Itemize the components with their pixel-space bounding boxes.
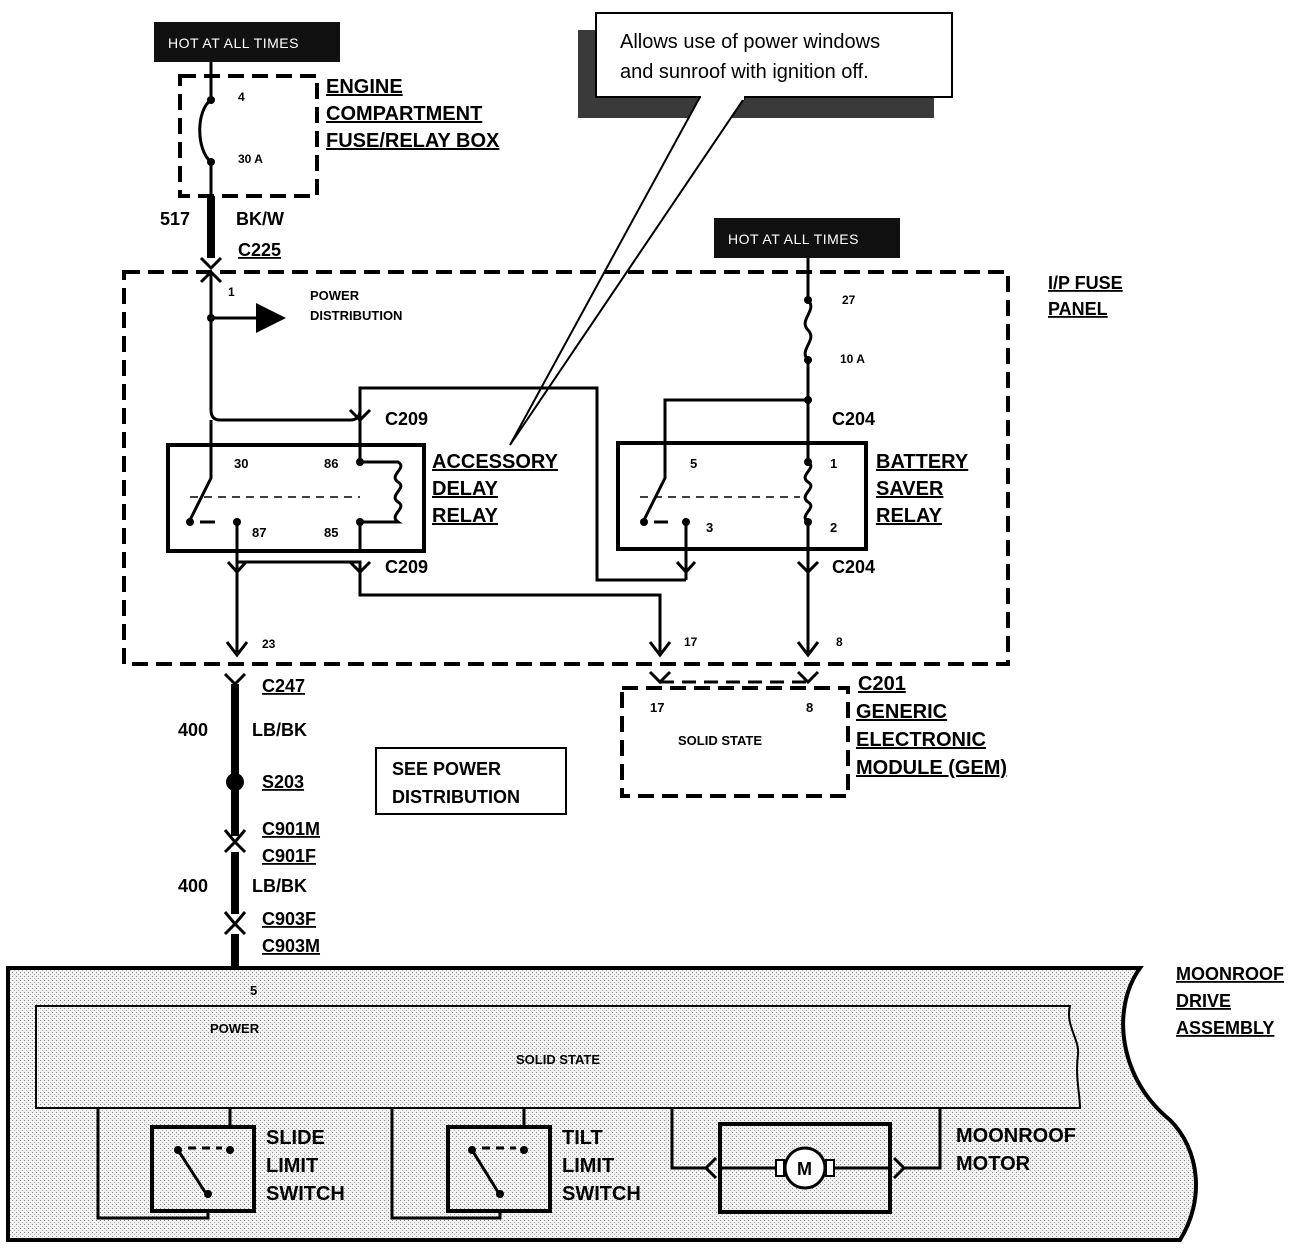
moonroof-title-3: ASSEMBLY xyxy=(1176,1018,1274,1038)
ip-pin-23: 23 xyxy=(262,637,276,651)
moonroof-title-2: DRIVE xyxy=(1176,991,1231,1011)
ip-fuse-pin: 27 xyxy=(842,293,856,307)
gem-name-1: GENERIC xyxy=(856,701,947,723)
wire-400a-number: 400 xyxy=(178,720,208,740)
engine-fuse-pin: 4 xyxy=(238,90,245,104)
acc-relay-name-2: DELAY xyxy=(432,478,499,500)
see-power-line-1: SEE POWER xyxy=(392,759,501,779)
wire-517-number: 517 xyxy=(160,209,190,229)
bat-relay-name-1: BATTERY xyxy=(876,451,969,473)
accessory-delay-relay: 30 86 87 85 ACCESSORY DELAY RELAY xyxy=(166,443,559,553)
ip-pin-1: 1 xyxy=(228,285,235,299)
callout-note: Allows use of power windows and sunroof … xyxy=(509,12,953,446)
battery-saver-relay: 5 1 3 2 BATTERY SAVER RELAY xyxy=(616,441,969,552)
slide-switch-label-3: SWITCH xyxy=(266,1183,345,1205)
ip-fuse-rating: 10 A xyxy=(840,352,865,366)
acc-relay-name-1: ACCESSORY xyxy=(432,451,559,473)
generic-electronic-module: 17 8 SOLID STATE C201 GENERIC ELECTRONIC… xyxy=(620,670,1007,798)
motor-label-2: MOTOR xyxy=(956,1153,1031,1175)
engine-fuse-box: 4 30 A ENGINE COMPARTMENT FUSE/RELAY BOX xyxy=(178,62,500,198)
connector-c201: C201 xyxy=(858,673,906,695)
wire-400a-color: LB/BK xyxy=(252,720,307,740)
bat-relay-pin-3: 3 xyxy=(706,520,713,535)
wire-400-harness: C247 400 LB/BK S203 C901M C901F 400 LB/B… xyxy=(178,672,320,1006)
ip-panel-title-1: I/P FUSE xyxy=(1048,273,1123,293)
svg-text:HOT AT ALL TIMES: HOT AT ALL TIMES xyxy=(728,231,859,247)
wire-400b-number: 400 xyxy=(178,876,208,896)
connector-c247: C247 xyxy=(262,676,305,696)
power-dist-label-2: DISTRIBUTION xyxy=(310,308,402,323)
engine-box-title-2: COMPARTMENT xyxy=(326,103,482,125)
bat-relay-pin-5: 5 xyxy=(690,456,697,471)
gem-pin-8: 8 xyxy=(806,700,813,715)
connector-c903f: C903F xyxy=(262,909,316,929)
moonroof-solid-state: SOLID STATE xyxy=(516,1052,600,1067)
bat-relay-pin-2: 2 xyxy=(830,520,837,535)
wire-400b-color: LB/BK xyxy=(252,876,307,896)
bat-relay-name-2: SAVER xyxy=(876,478,944,500)
ip-pin-17: 17 xyxy=(684,635,698,649)
motor-symbol: M xyxy=(797,1159,812,1179)
tilt-switch-label-3: SWITCH xyxy=(562,1183,641,1205)
tilt-switch-label-2: LIMIT xyxy=(562,1155,614,1177)
connector-c903m: C903M xyxy=(262,936,320,956)
connector-c204-bottom: C204 xyxy=(832,557,875,577)
moonroof-drive-assembly: 5 POWER SOLID STATE MOONROOF DRIVE ASSEM… xyxy=(6,964,1284,1242)
acc-relay-pin-85: 85 xyxy=(324,525,338,540)
acc-relay-pin-87: 87 xyxy=(252,525,266,540)
connector-c225: C225 xyxy=(238,240,281,260)
moonroof-pin-5: 5 xyxy=(250,983,257,998)
callout-line-1: Allows use of power windows xyxy=(620,31,880,53)
svg-text:HOT AT ALL TIMES: HOT AT ALL TIMES xyxy=(168,35,299,51)
ip-fuse-panel: I/P FUSE PANEL 1 POWER DISTRIBUTION C209… xyxy=(122,258,1123,666)
gem-solid-state: SOLID STATE xyxy=(678,733,762,748)
connector-c901f: C901F xyxy=(262,846,316,866)
gem-pin-17: 17 xyxy=(650,700,664,715)
see-power-line-2: DISTRIBUTION xyxy=(392,787,520,807)
ip-pin-8: 8 xyxy=(836,635,843,649)
slide-switch-label-2: LIMIT xyxy=(266,1155,318,1177)
motor-label-1: MOONROOF xyxy=(956,1125,1076,1147)
wire-517-color: BK/W xyxy=(236,209,284,229)
power-dist-label-1: POWER xyxy=(310,288,360,303)
callout-line-2: and sunroof with ignition off. xyxy=(620,61,869,83)
moonroof-power-label: POWER xyxy=(210,1021,260,1036)
gem-name-2: ELECTRONIC xyxy=(856,729,986,751)
bat-relay-name-3: RELAY xyxy=(876,505,943,527)
see-power-distribution-box: SEE POWER DISTRIBUTION xyxy=(375,747,567,815)
hot-label-left: HOT AT ALL TIMES xyxy=(154,22,340,62)
engine-box-title-1: ENGINE xyxy=(326,76,403,98)
moonroof-title-1: MOONROOF xyxy=(1176,964,1284,984)
ip-panel-title-2: PANEL xyxy=(1048,299,1108,319)
wire-517: 517 BK/W C225 xyxy=(160,196,284,271)
connector-c204-top: C204 xyxy=(832,409,875,429)
slide-switch-label-1: SLIDE xyxy=(266,1127,325,1149)
acc-relay-pin-86: 86 xyxy=(324,456,338,471)
hot-label-right: HOT AT ALL TIMES xyxy=(714,218,900,258)
acc-relay-pin-30: 30 xyxy=(234,456,248,471)
bat-relay-pin-1: 1 xyxy=(830,456,837,471)
splice-s203: S203 xyxy=(262,772,304,792)
connector-c209-bottom: C209 xyxy=(385,557,428,577)
acc-relay-name-3: RELAY xyxy=(432,505,499,527)
tilt-switch-label-1: TILT xyxy=(562,1127,603,1149)
connector-c209-top: C209 xyxy=(385,409,428,429)
gem-name-3: MODULE (GEM) xyxy=(856,757,1007,779)
engine-box-title-3: FUSE/RELAY BOX xyxy=(326,130,500,152)
engine-fuse-rating: 30 A xyxy=(238,152,263,166)
connector-c901m: C901M xyxy=(262,819,320,839)
